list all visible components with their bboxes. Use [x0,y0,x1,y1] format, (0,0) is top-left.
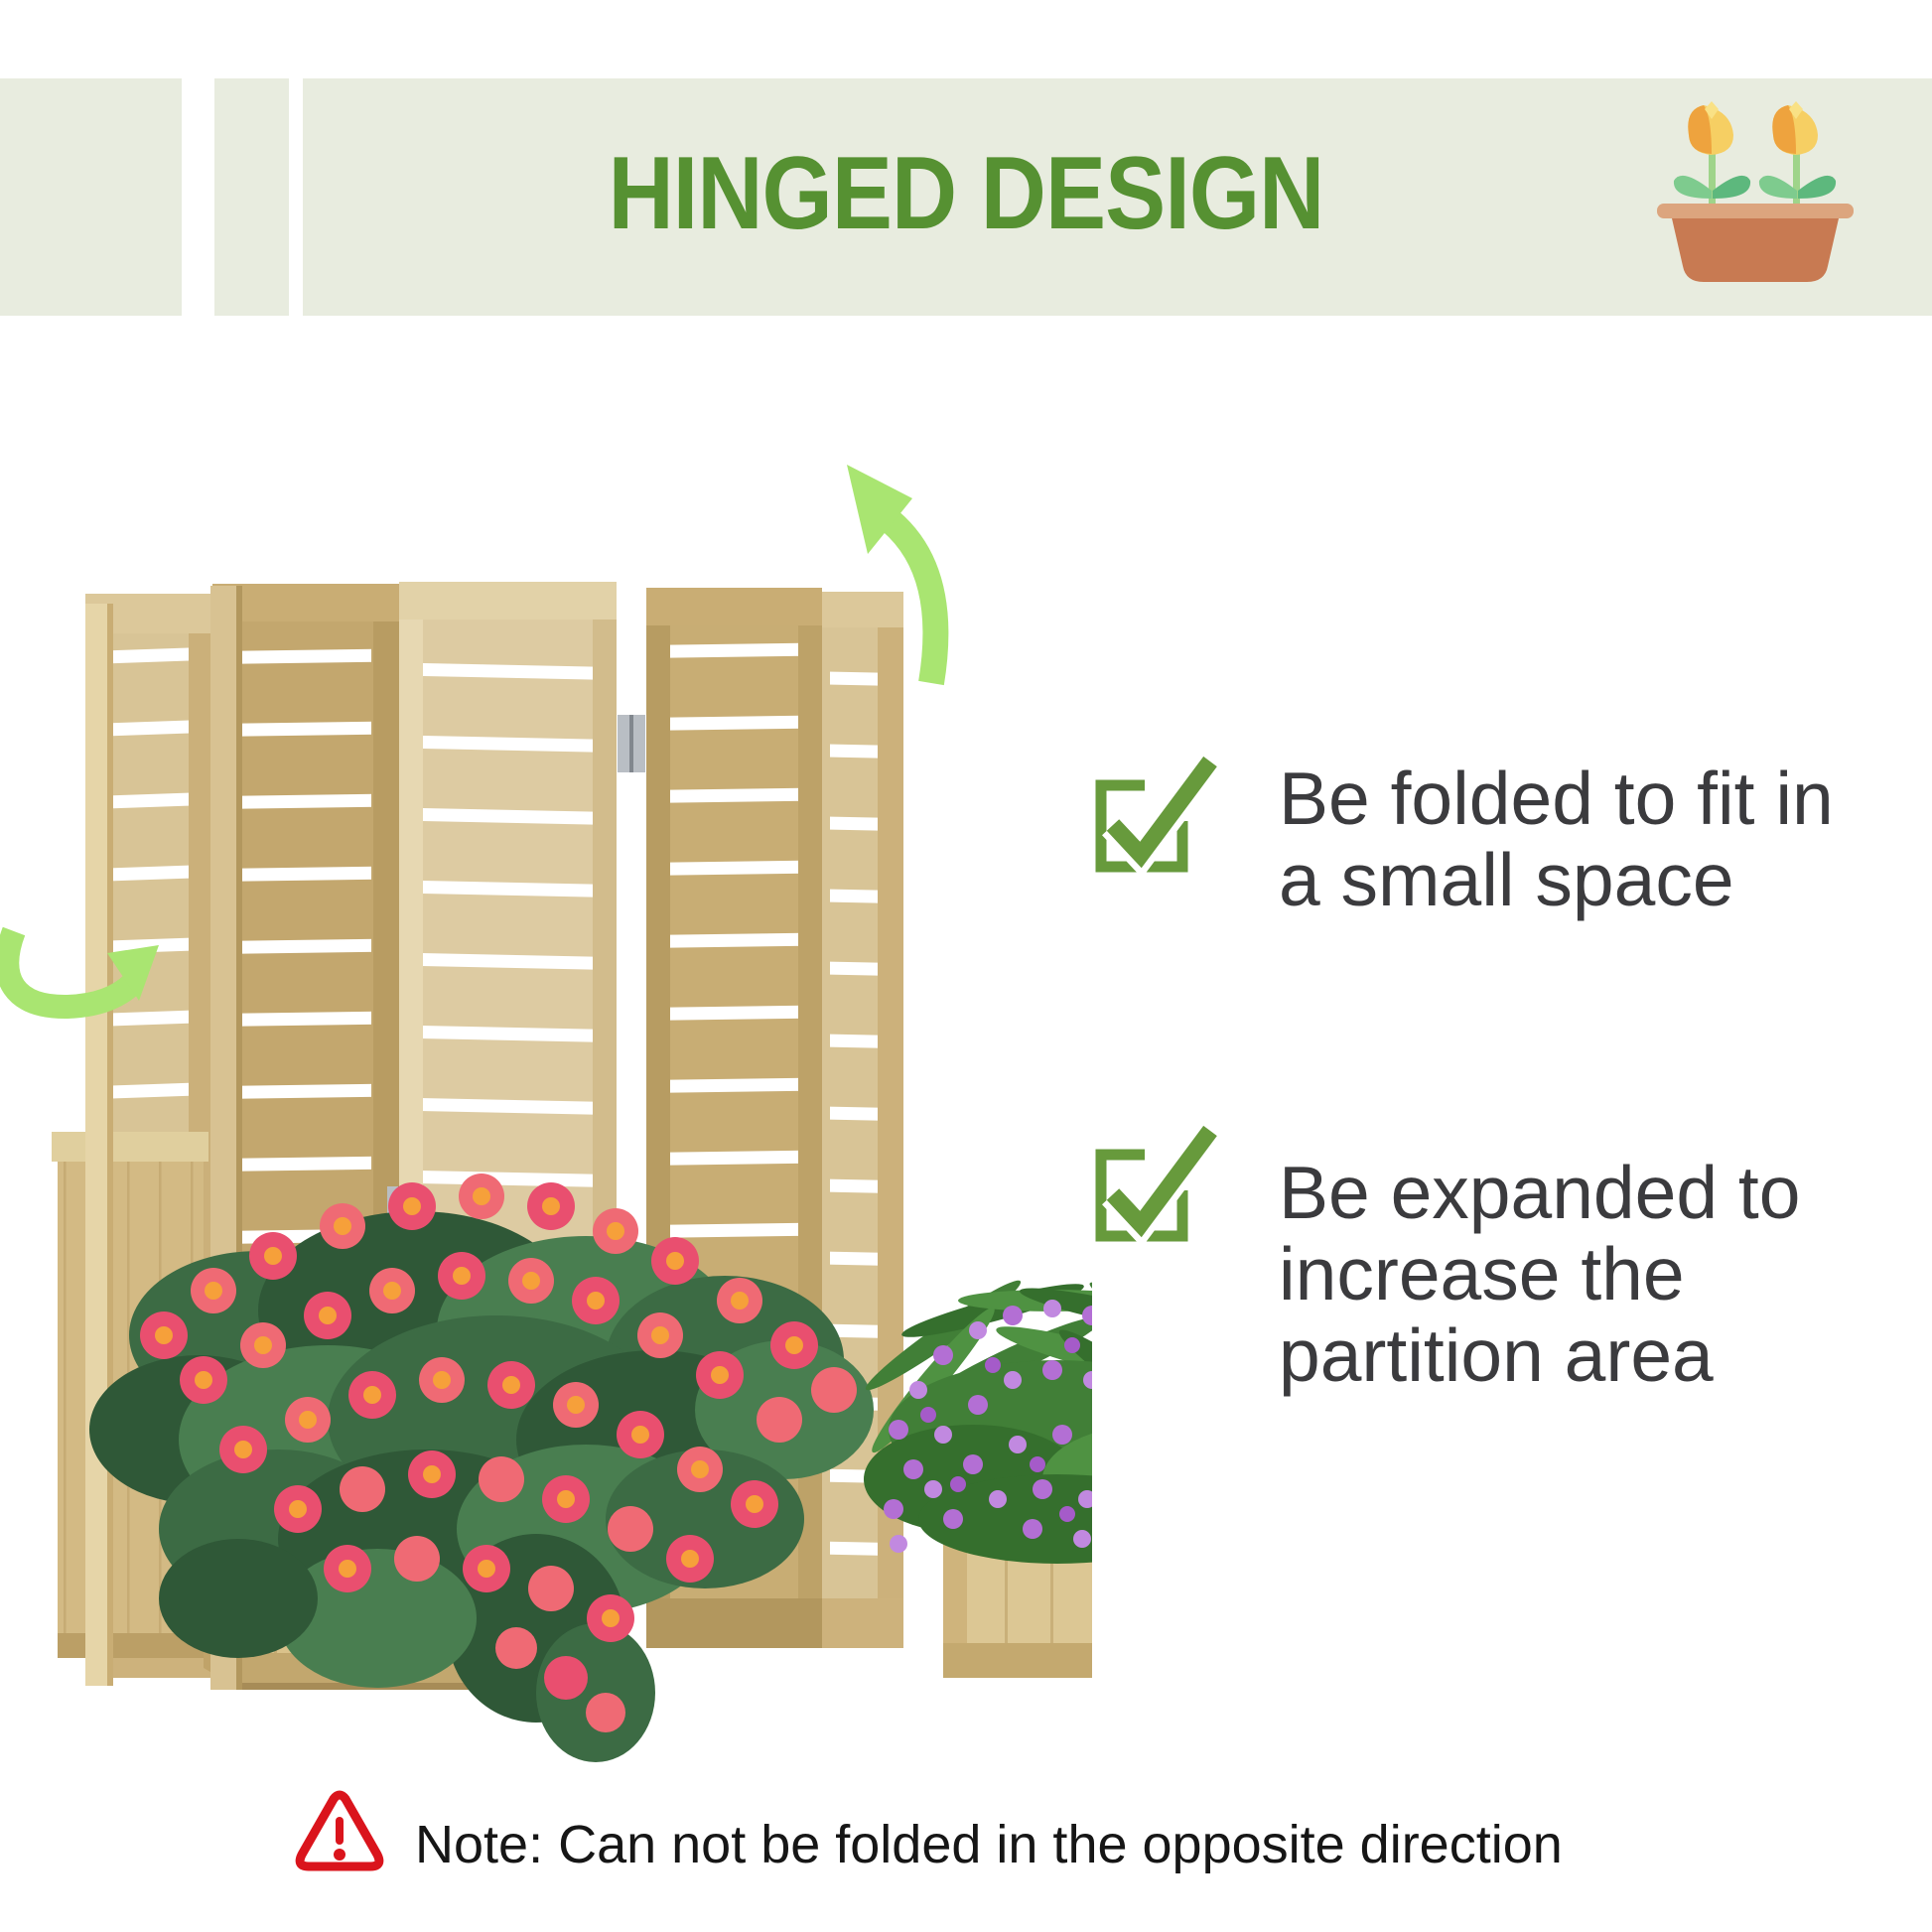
feature-line: a small space [1279,838,1734,921]
header-stripe-small [214,78,289,316]
page-title: HINGED DESIGN [608,136,1325,251]
screen-panel-4 [646,588,822,1648]
screen-post [85,586,242,1690]
warning-triangle-icon [295,1790,384,1871]
feature-line: Be expanded to [1279,1151,1801,1234]
feature-line: partition area [1279,1313,1714,1397]
feature-item-expand: Be expanded to increase the partition ar… [1279,1152,1800,1396]
checkbox-check-icon [1095,753,1223,879]
feature-line: increase the [1279,1232,1685,1315]
fold-arrow-icon-left [0,926,159,1020]
pink-flowers [89,1173,874,1762]
note-text: Note: Can not be folded in the opposite … [415,1815,1563,1874]
header-band [303,78,1932,316]
header-stripe-left [0,78,182,316]
feature-item-fold: Be folded to fit in a small space [1279,758,1834,920]
feature-line: Be folded to fit in [1279,757,1834,840]
flower-pot-icon [1657,101,1854,282]
product-photo [0,465,1092,1762]
checkbox-check-icon [1095,1122,1223,1248]
fold-arrow-icon-right [847,465,949,686]
purple-flowers [864,1280,1092,1564]
